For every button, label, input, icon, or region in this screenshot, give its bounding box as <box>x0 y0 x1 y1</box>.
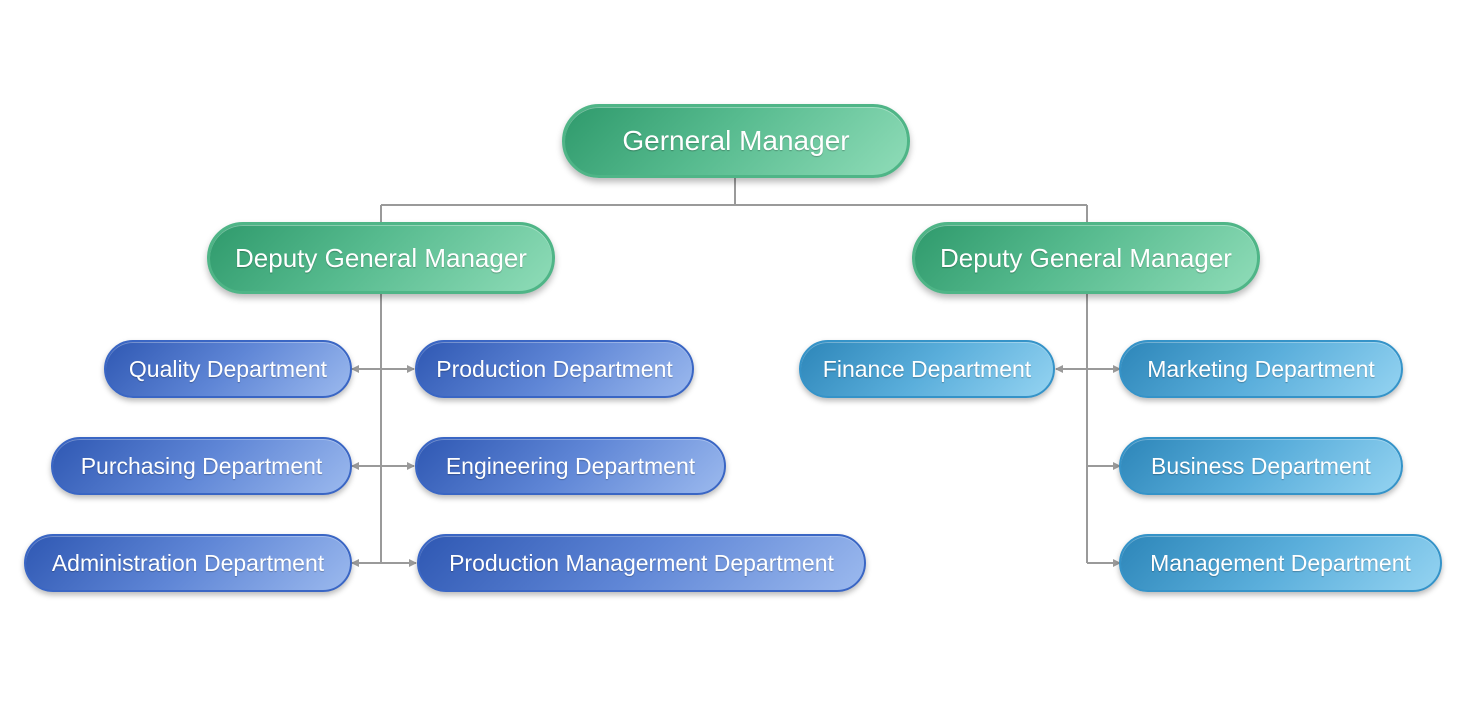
node-production-managerment-department-label: Production Managerment Department <box>449 549 834 576</box>
node-marketing-department: Marketing Department <box>1119 340 1403 398</box>
node-management-department-label: Management Department <box>1150 549 1411 576</box>
node-deputy-right: Deputy General Manager <box>912 222 1260 294</box>
node-management-department: Management Department <box>1119 534 1442 592</box>
node-quality-department: Quality Department <box>104 340 352 398</box>
node-deputy-left-label: Deputy General Manager <box>235 242 527 273</box>
node-purchasing-department: Purchasing Department <box>51 437 352 495</box>
node-finance-department: Finance Department <box>799 340 1055 398</box>
node-purchasing-department-label: Purchasing Department <box>80 452 323 479</box>
node-quality-department-label: Quality Department <box>128 355 328 382</box>
node-engineering-department-label: Engineering Department <box>445 452 696 479</box>
node-general-manager: Gerneral Manager <box>562 104 910 178</box>
node-production-department-label: Production Department <box>436 355 673 382</box>
node-deputy-left: Deputy General Manager <box>207 222 555 294</box>
node-general-manager-label: Gerneral Manager <box>622 125 850 156</box>
node-production-managerment-department: Production Managerment Department <box>417 534 866 592</box>
node-engineering-department: Engineering Department <box>415 437 726 495</box>
node-finance-department-label: Finance Department <box>822 355 1032 382</box>
node-production-department: Production Department <box>415 340 694 398</box>
node-administration-department-label: Administration Department <box>51 549 325 576</box>
node-deputy-right-label: Deputy General Manager <box>940 242 1232 273</box>
node-business-department: Business Department <box>1119 437 1403 495</box>
node-marketing-department-label: Marketing Department <box>1147 355 1375 382</box>
node-administration-department: Administration Department <box>24 534 352 592</box>
node-business-department-label: Business Department <box>1151 452 1371 479</box>
